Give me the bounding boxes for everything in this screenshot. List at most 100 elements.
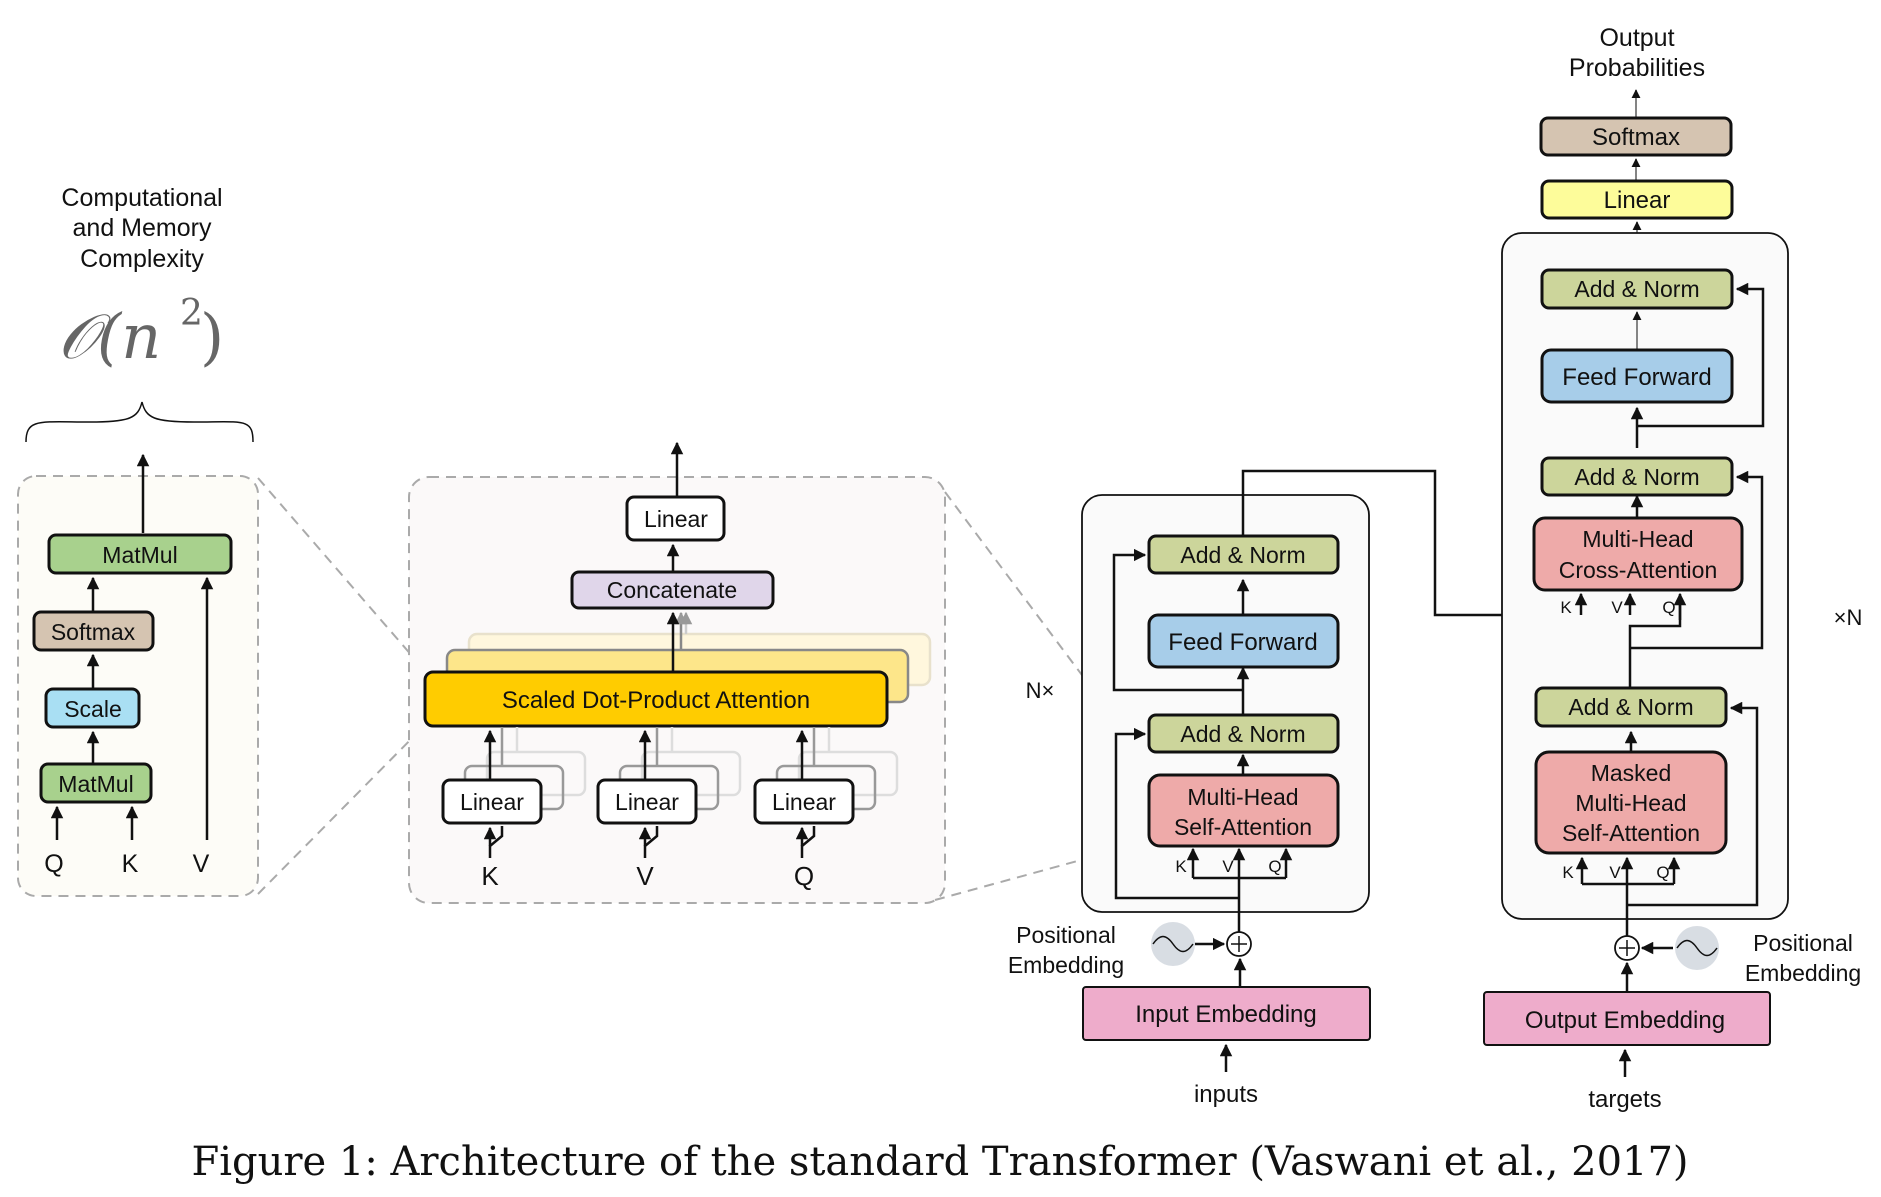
decoder-linear-label: Linear — [1604, 187, 1671, 214]
matmul-top-label: MatMul — [102, 542, 177, 568]
scale-label: Scale — [64, 696, 122, 722]
encoder-output-connection — [1241, 469, 1630, 617]
input-k-label: K — [481, 861, 499, 891]
zoom-projection-line — [257, 477, 427, 673]
input-fork-line — [643, 826, 659, 858]
matmul-bottom-label: MatMul — [58, 771, 133, 797]
encoder-add-norm-top-label: Add & Norm — [1180, 542, 1305, 568]
encoder-feed-forward-label: Feed Forward — [1168, 629, 1317, 656]
kvq-q-label: Q — [1268, 857, 1281, 876]
output-probabilities-label: Output — [1599, 24, 1674, 52]
linear-k-box — [441, 778, 543, 825]
encoder-self-attention-label: Multi-Head — [1187, 784, 1298, 810]
decoder-repeat-label: ×N — [1834, 605, 1863, 630]
output-embedding-box — [1483, 991, 1771, 1046]
cross-v-label: V — [1611, 598, 1623, 617]
zoom-projection-line — [257, 723, 427, 895]
linear-group-v: Linear V — [596, 727, 742, 891]
linear-group-k: Linear K — [441, 727, 587, 891]
encoder-feed-forward — [1147, 613, 1340, 669]
input-q-label: Q — [44, 850, 63, 878]
matmul-top-box — [47, 533, 233, 575]
inputs-label: inputs — [1194, 1081, 1258, 1108]
encoder-positional-label: Embedding — [1008, 952, 1124, 978]
decoder-add-norm-1-label: Add & Norm — [1568, 694, 1693, 720]
complexity-formula-base: 𝒪(n — [58, 300, 161, 373]
softmax-label: Softmax — [51, 619, 136, 645]
plus-icon — [1231, 936, 1247, 952]
mha-detail-panel: Linear Concatenate Scaled Dot-Product At… — [408, 441, 946, 904]
input-embedding-label: Input Embedding — [1135, 1001, 1316, 1028]
decoder-masked-attention-label: Multi-Head — [1575, 790, 1686, 816]
decoder-masked-attention — [1534, 750, 1728, 855]
decoder-feed-forward — [1540, 348, 1734, 404]
input-v-label: V — [193, 850, 210, 878]
decoder-add-norm-2 — [1540, 456, 1734, 497]
masked-q-label: Q — [1656, 863, 1669, 882]
targets-label: targets — [1588, 1086, 1661, 1113]
cross-k-label: K — [1560, 598, 1572, 617]
sine-wave-icon — [1152, 935, 1194, 953]
input-fork-line — [800, 826, 816, 858]
decoder-add-norm-3-label: Add & Norm — [1574, 276, 1699, 302]
linear-v-label: Linear — [615, 789, 679, 815]
decoder-add-norm-1 — [1534, 686, 1728, 728]
complexity-formula-close: ) — [200, 300, 224, 373]
input-q-label: Q — [794, 861, 814, 891]
output-embedding-label: Output Embedding — [1525, 1007, 1725, 1034]
decoder-add-norm-2-label: Add & Norm — [1574, 464, 1699, 490]
matmul-bottom-box — [39, 762, 153, 804]
encoder-block: N× K V Q Add & Norm Feed Forward Add & N… — [1008, 494, 1371, 1108]
residual-connection — [1627, 701, 1759, 907]
input-fork-line — [488, 826, 504, 858]
scaled-dot-product-attention-label: Scaled Dot-Product Attention — [502, 687, 810, 714]
decoder-masked-attention-label: Self-Attention — [1562, 820, 1700, 846]
residual-connection — [1637, 282, 1765, 428]
encoder-positional-label: Positional — [1016, 922, 1116, 948]
complexity-annotation: Computational and Memory Complexity 𝒪(n … — [25, 184, 254, 443]
complexity-caption-line: Complexity — [80, 245, 204, 273]
decoder-block: Output Probabilities Softmax Linear ×N K… — [1483, 24, 1863, 1113]
residual-connection — [1630, 470, 1764, 650]
linear-q-label: Linear — [772, 789, 836, 815]
scale-box — [44, 687, 141, 729]
masked-k-label: K — [1562, 863, 1574, 882]
masked-v-label: V — [1609, 863, 1621, 882]
decoder-softmax-label: Softmax — [1592, 124, 1680, 151]
residual-connection — [1112, 548, 1243, 692]
linear-group-q: Linear Q — [753, 727, 899, 891]
input-k-label: K — [122, 850, 139, 878]
decoder-add-norm-3 — [1540, 268, 1734, 310]
encoder-self-attention — [1147, 773, 1340, 848]
linear-v-box — [596, 778, 698, 825]
figure-caption: Figure 1: Architecture of the standard T… — [191, 1139, 1688, 1185]
decoder-softmax-box — [1539, 116, 1733, 157]
input-v-label: V — [636, 861, 654, 891]
decoder-cross-attention-label: Multi-Head — [1582, 526, 1693, 552]
kvq-v-label: V — [1222, 857, 1234, 876]
curly-brace — [25, 401, 254, 443]
decoder-positional-label: Embedding — [1745, 960, 1861, 986]
softmax-box — [32, 610, 155, 652]
complexity-caption-line: Computational — [61, 184, 222, 212]
encoder-add-norm-bottom — [1147, 713, 1340, 754]
concatenate-label: Concatenate — [607, 577, 737, 603]
sine-wave-icon — [1676, 939, 1718, 957]
decoder-feed-forward-label: Feed Forward — [1562, 364, 1711, 391]
output-probabilities-label: Probabilities — [1569, 54, 1705, 82]
residual-connection — [1114, 727, 1239, 900]
concatenate-box — [570, 570, 775, 610]
encoder-self-attention-label: Self-Attention — [1174, 814, 1312, 840]
complexity-caption-line: and Memory — [73, 214, 212, 242]
linear-q-box — [753, 778, 855, 825]
zoom-projection-line — [934, 836, 1166, 901]
output-linear-box — [625, 495, 726, 542]
linear-k-label: Linear — [460, 789, 524, 815]
decoder-cross-attention — [1532, 516, 1744, 592]
encoder-repeat-label: N× — [1026, 678, 1055, 703]
encoder-add-norm-bottom-label: Add & Norm — [1180, 721, 1305, 747]
plus-icon — [1619, 940, 1635, 956]
sdpa-detail-panel: MatMul Softmax Scale MatMul Q K V — [17, 453, 259, 897]
complexity-formula-exponent: 2 — [180, 293, 203, 334]
